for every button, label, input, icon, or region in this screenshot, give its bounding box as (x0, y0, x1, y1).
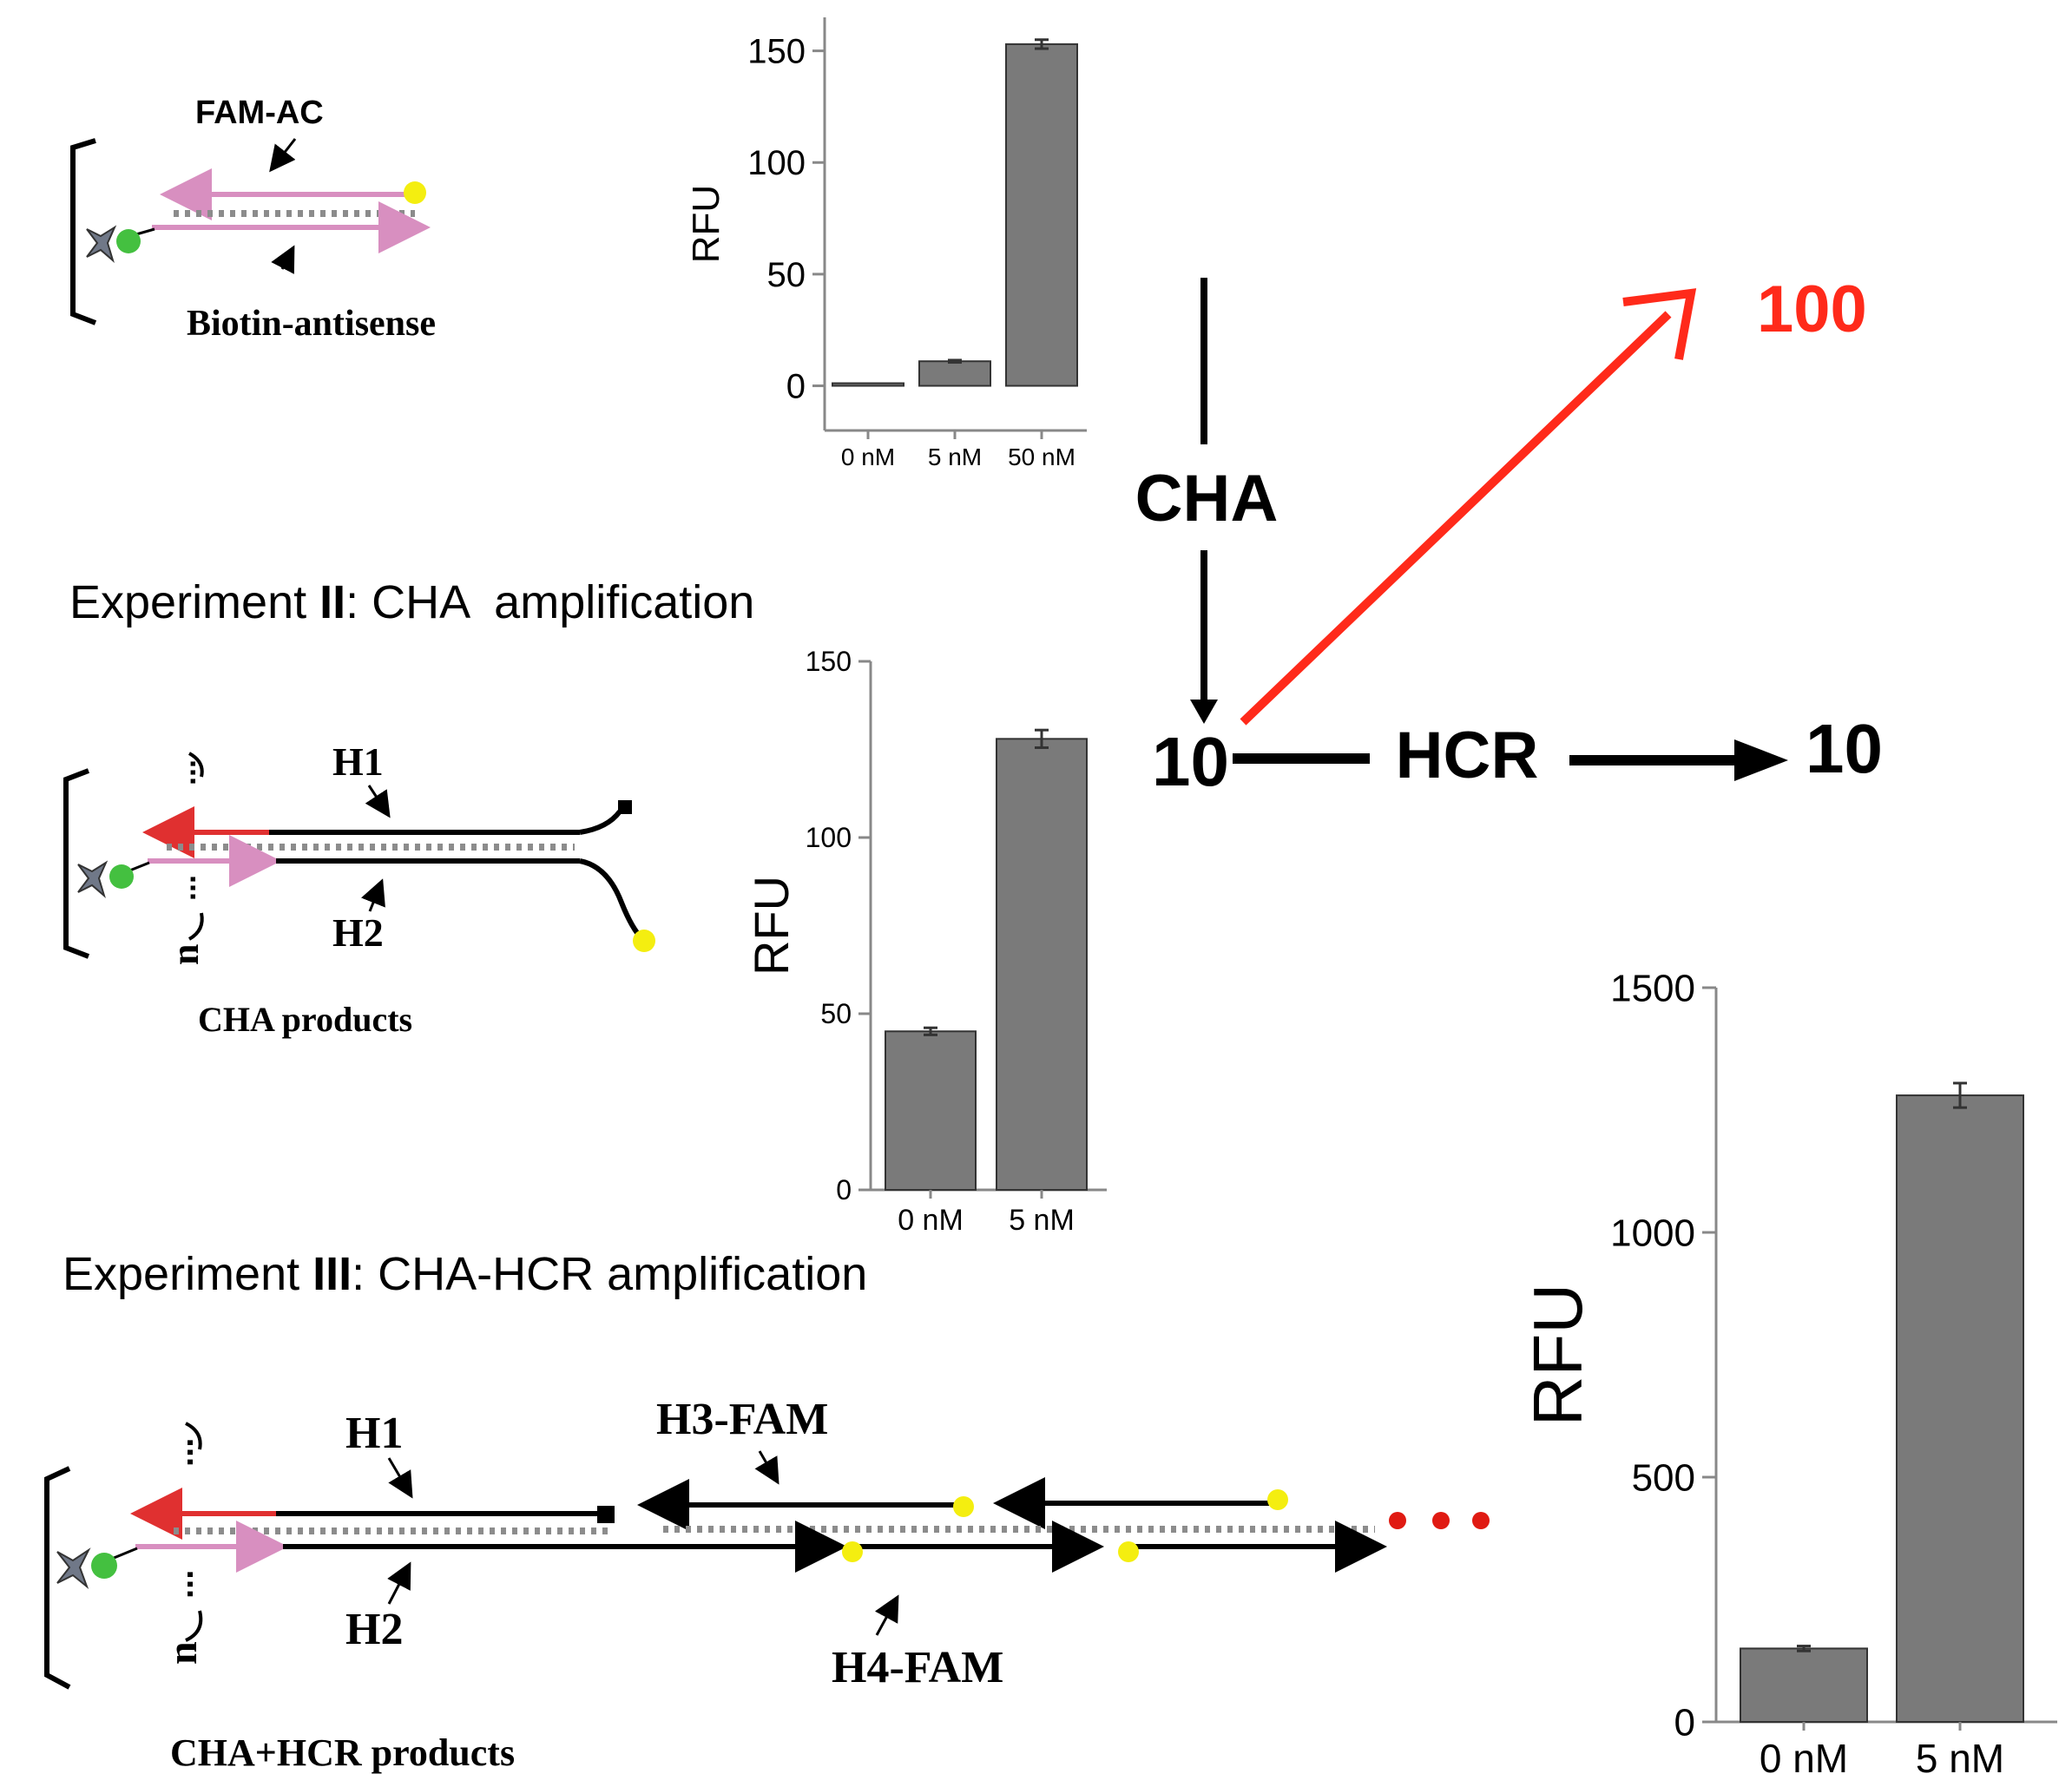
ellipsis-bottom: ... (167, 875, 202, 901)
biotin-icon (91, 1553, 117, 1579)
h4-fam-label: H4-FAM (832, 1643, 1003, 1692)
amplified-node-value: 100 (1757, 273, 1867, 346)
bar (996, 738, 1088, 1191)
y-axis-title: RFU (1519, 1284, 1596, 1426)
x-tick-label: 0 nM (1760, 1736, 1848, 1781)
x-tick-label: 50 nM (1008, 443, 1075, 470)
bracket-paren-top (187, 752, 204, 778)
amplified-arrow (1240, 311, 1672, 726)
bar (885, 1030, 977, 1192)
hcr-arrowhead (1734, 739, 1788, 781)
y-tick-label: 100 (747, 144, 806, 182)
tail-dot-icon (1389, 1512, 1406, 1529)
y-axis-title: RFU (744, 876, 799, 976)
experiment-2-title: Experiment II: CHA amplification (69, 576, 754, 628)
bracket-paren-bottom (185, 1610, 203, 1642)
left-bracket (70, 138, 97, 325)
y-tick-label: 100 (806, 822, 852, 853)
x-tick-label: 0 nM (898, 1204, 964, 1237)
left-bracket (63, 768, 90, 959)
y-tick-label: 0 (1674, 1701, 1695, 1744)
hcr-label: HCR (1396, 719, 1539, 792)
biotin-icon (116, 229, 141, 253)
h1-pointer (387, 1457, 413, 1499)
end-node-value: 10 (1806, 710, 1883, 787)
bar (1740, 1647, 1868, 1724)
cha-hcr-products-caption: CHA+HCR products (170, 1731, 515, 1774)
ellipsis-bottom: ... (162, 1570, 201, 1599)
h3-pointer (754, 1450, 779, 1485)
y-tick-label: 0 (836, 1174, 852, 1206)
bar (1005, 43, 1078, 387)
schematic-cha-products: H1 ... H2 ... n CHA products (63, 739, 655, 1039)
fam-ac-pointer (269, 138, 297, 173)
bracket-paren-top (185, 1422, 202, 1450)
schematic-cha-hcr-products: H1 H3-FAM ... H2 H4-FAM ... n CHA+HCR (44, 1395, 1490, 1774)
y-tick-label: 150 (806, 646, 852, 677)
experiment-3-title: Experiment III: CHA-HCR amplification (62, 1248, 867, 1300)
h1-tail (579, 810, 622, 835)
left-bracket (44, 1466, 71, 1690)
y-tick-label: 500 (1632, 1456, 1695, 1499)
fam-dye-icon (842, 1541, 863, 1562)
y-tick-label: 0 (786, 368, 806, 406)
bracket-paren-bottom (187, 912, 204, 941)
x-tick-label: 0 nM (841, 443, 895, 470)
fam-dye-icon (404, 181, 426, 204)
h1-end-cap (618, 800, 632, 814)
y-tick-label: 1000 (1610, 1212, 1695, 1254)
h1-pointer (365, 785, 391, 818)
bar (918, 360, 991, 387)
y-axis-title: RFU (685, 185, 727, 263)
h2-label: H2 (332, 910, 384, 955)
h2-pointer (361, 878, 385, 912)
ellipsis-top: ... (162, 1438, 201, 1467)
h1-label: H1 (345, 1409, 403, 1458)
biotin-antisense-label: Biotin-antisense (187, 304, 436, 344)
bar (1896, 1094, 2024, 1723)
ellipsis-top: ... (167, 759, 202, 785)
h1-end-cap (597, 1506, 615, 1523)
h2-label: H2 (345, 1605, 403, 1654)
fam-dye-icon (633, 930, 655, 952)
streptavidin-icon (86, 225, 117, 263)
y-tick-label: 150 (747, 33, 806, 71)
antisense-pointer (271, 245, 295, 274)
streptavidin-icon (56, 1547, 91, 1590)
y-tick-label: 50 (767, 256, 806, 294)
fam-dye-icon (953, 1496, 974, 1517)
bar (832, 382, 904, 387)
h2-pointer (387, 1561, 411, 1605)
repeat-n-label: n (160, 1641, 206, 1665)
h4-pointer (874, 1594, 899, 1636)
tail-dot-icon (1472, 1512, 1490, 1529)
h1-label: H1 (332, 739, 384, 784)
start-node-value: 10 (1152, 723, 1229, 800)
amplified-arrowhead (1622, 288, 1697, 360)
y-tick-label: 1500 (1610, 967, 1695, 1009)
streptavidin-icon (77, 860, 109, 898)
x-tick-label: 5 nM (1916, 1736, 2004, 1781)
cha-arrowhead (1190, 700, 1218, 724)
fam-dye-icon (1267, 1489, 1288, 1510)
fam-ac-label: FAM-AC (195, 95, 324, 131)
repeat-n-label: n (164, 944, 207, 965)
tail-dot-icon (1432, 1512, 1450, 1529)
cha-products-caption: CHA products (198, 1000, 412, 1039)
y-tick-label: 50 (820, 998, 852, 1029)
schematic-fam-ac: FAM-AC Biotin-antisense (70, 95, 436, 344)
fam-dye-icon (1118, 1541, 1139, 1562)
h2-tail (579, 858, 645, 942)
x-tick-label: 5 nM (1009, 1204, 1075, 1237)
h3-fam-label: H3-FAM (656, 1395, 828, 1444)
amplification-flow: CHA 10 HCR 10 100 (1135, 273, 1883, 800)
x-tick-label: 5 nM (928, 443, 982, 470)
biotin-icon (109, 864, 134, 889)
cha-label: CHA (1135, 462, 1279, 535)
